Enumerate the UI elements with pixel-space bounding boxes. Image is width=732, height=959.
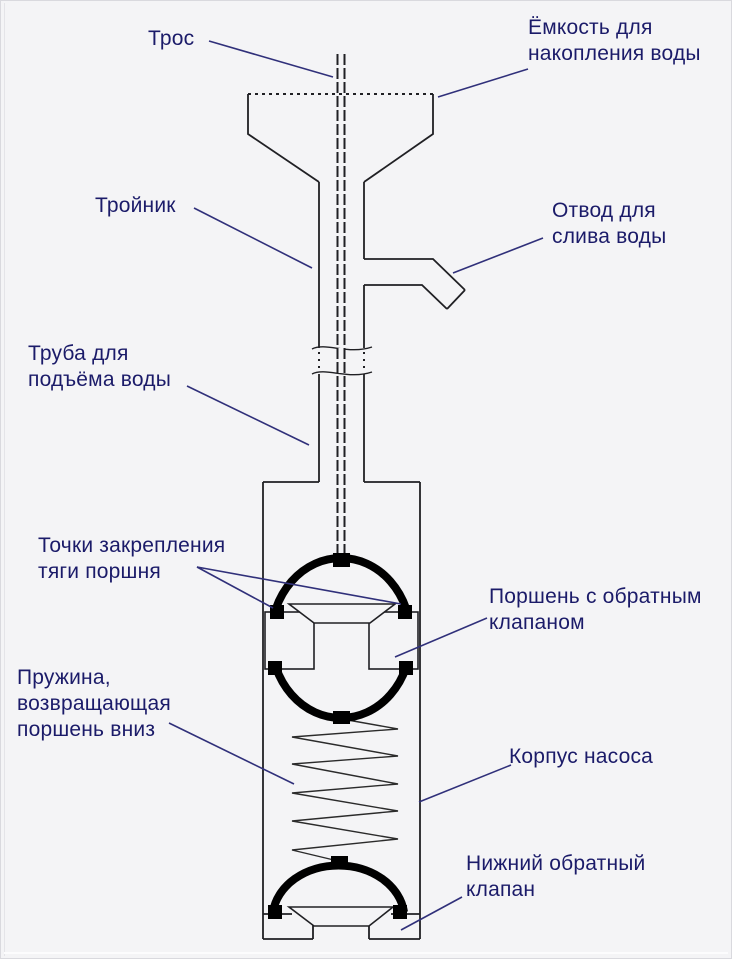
lower-check-valve xyxy=(268,856,408,927)
pipe-break-wave-bottom xyxy=(311,371,373,376)
leader-spring xyxy=(168,722,295,785)
lower-valve-left-mount xyxy=(268,905,282,919)
tank-left-side xyxy=(247,94,320,183)
spout-top-edge xyxy=(364,258,466,291)
tank-right-side xyxy=(363,94,434,183)
leader-lower-valve xyxy=(400,896,463,931)
tee-drain-spout xyxy=(364,258,466,310)
pump-body xyxy=(262,481,421,940)
spout-open-end xyxy=(446,289,466,310)
leader-riser xyxy=(186,385,310,446)
piston-right-plate xyxy=(368,611,419,670)
piston-check-valve-plate xyxy=(286,603,398,624)
lower-valve-dome xyxy=(269,861,408,913)
label-piston: Поршень с обратным клапаном xyxy=(489,585,702,634)
label-lower-valve: Нижний обратный клапан xyxy=(466,852,646,901)
leader-cable xyxy=(208,40,334,78)
water-tank-funnel xyxy=(247,93,434,183)
leader-tee xyxy=(193,207,313,269)
label-cable: Трос xyxy=(148,27,195,50)
leader-lines xyxy=(168,40,544,931)
leader-piston xyxy=(394,617,488,658)
label-spring: Пружина, возвращающая поршень вниз xyxy=(17,666,171,741)
attachment-point-upper-left xyxy=(270,605,284,619)
lower-valve-plate xyxy=(286,906,396,927)
lower-valve-right-mount xyxy=(393,905,407,919)
leader-body xyxy=(418,764,512,803)
spout-bottom-edge xyxy=(364,284,448,310)
label-riser: Труба для подъёма воды xyxy=(28,342,172,391)
label-drain: Отвод для слива воды xyxy=(552,199,667,248)
attachment-point-upper-right xyxy=(398,605,412,619)
attachment-point-top xyxy=(333,553,350,567)
attachment-point-bottom xyxy=(333,711,350,724)
label-body: Корпус насоса xyxy=(509,745,654,768)
riser-pipe xyxy=(311,182,373,482)
lower-valve-top-mount xyxy=(331,856,348,869)
label-tee: Тройник xyxy=(95,194,176,217)
label-attach-points: Точки закрепления тяги поршня xyxy=(38,534,226,583)
attachment-point-lower-right xyxy=(399,661,413,675)
leader-drain xyxy=(452,237,544,274)
leader-attach-points xyxy=(196,566,402,609)
attachment-point-lower-left xyxy=(268,661,282,675)
piston-assembly xyxy=(264,553,419,724)
piston-left-plate xyxy=(264,611,315,670)
label-tank: Ёмкость для накопления воды xyxy=(528,16,701,65)
return-spring xyxy=(291,718,399,862)
leader-tank xyxy=(437,68,529,98)
